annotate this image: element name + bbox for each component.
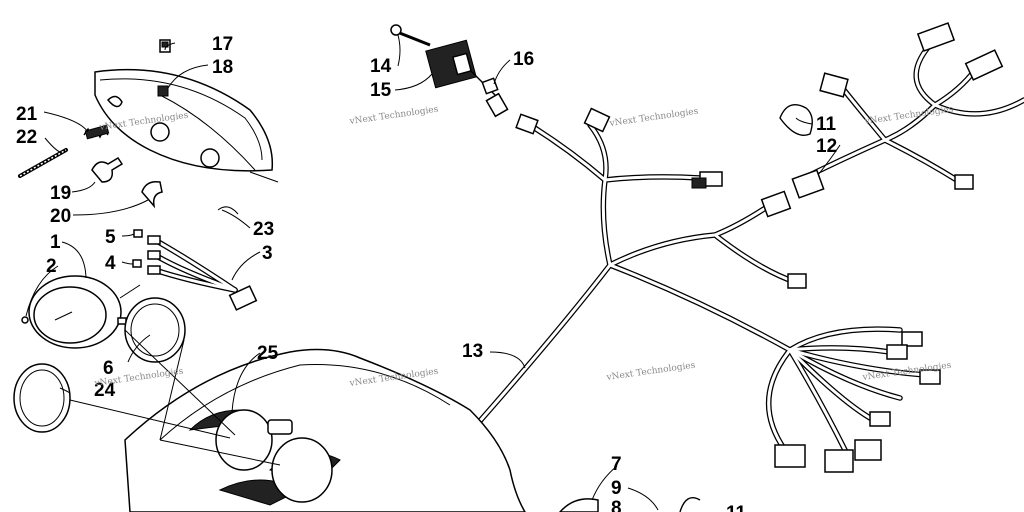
watermark: vNext Technologies [605,361,696,384]
callout-4: 4 [105,253,116,274]
speedometer-gauge [21,275,127,349]
callouts: 17 18 21 22 19 20 23 14 15 16 11 12 5 4 … [16,34,837,512]
callout-19: 19 [50,183,71,204]
callout-3: 3 [262,243,273,264]
callout-13: 13 [462,341,483,362]
clip-17 [159,39,171,53]
callout-23: 23 [253,219,274,240]
watermark: vNext Technologies [348,105,439,128]
bulb-boot-20 [141,180,163,209]
callout-22: 22 [16,127,37,148]
spring-21 [83,124,110,140]
callout-14: 14 [370,56,392,77]
callout-21: 21 [16,104,38,125]
leader-lines [25,34,841,511]
callout-25: 25 [257,343,279,364]
adjuster-screw-22 [18,148,68,178]
gauge-ring-6 [124,297,186,363]
callout-11-bottom: 11 [726,503,747,512]
callout-18: 18 [212,57,233,78]
console-dash [124,348,526,512]
watermark: vNext Technologies [608,107,699,130]
callout-2: 2 [46,256,57,277]
callout-7: 7 [611,454,622,475]
callout-9: 9 [611,478,622,499]
watermark: vNext Technologies [863,105,954,128]
callout-12: 12 [816,136,837,157]
callout-24: 24 [94,380,116,401]
callout-17: 17 [212,34,233,55]
headlight-assembly [94,69,279,183]
callout-1: 1 [50,232,61,253]
callout-11-top: 11 [816,114,837,135]
gauge-bulbs [132,229,258,311]
callout-15: 15 [370,80,392,101]
bottom-parts [558,104,813,512]
gauge-bezel-24 [13,363,71,433]
callout-6: 6 [103,358,114,379]
wiring-harness [469,22,1024,473]
callout-16: 16 [513,49,534,70]
callout-20: 20 [50,206,71,227]
bulb-socket-19 [91,156,124,183]
wire-tie-23 [217,206,239,215]
voltage-regulator [390,24,509,118]
callout-8: 8 [611,498,622,512]
callout-5: 5 [105,227,116,248]
